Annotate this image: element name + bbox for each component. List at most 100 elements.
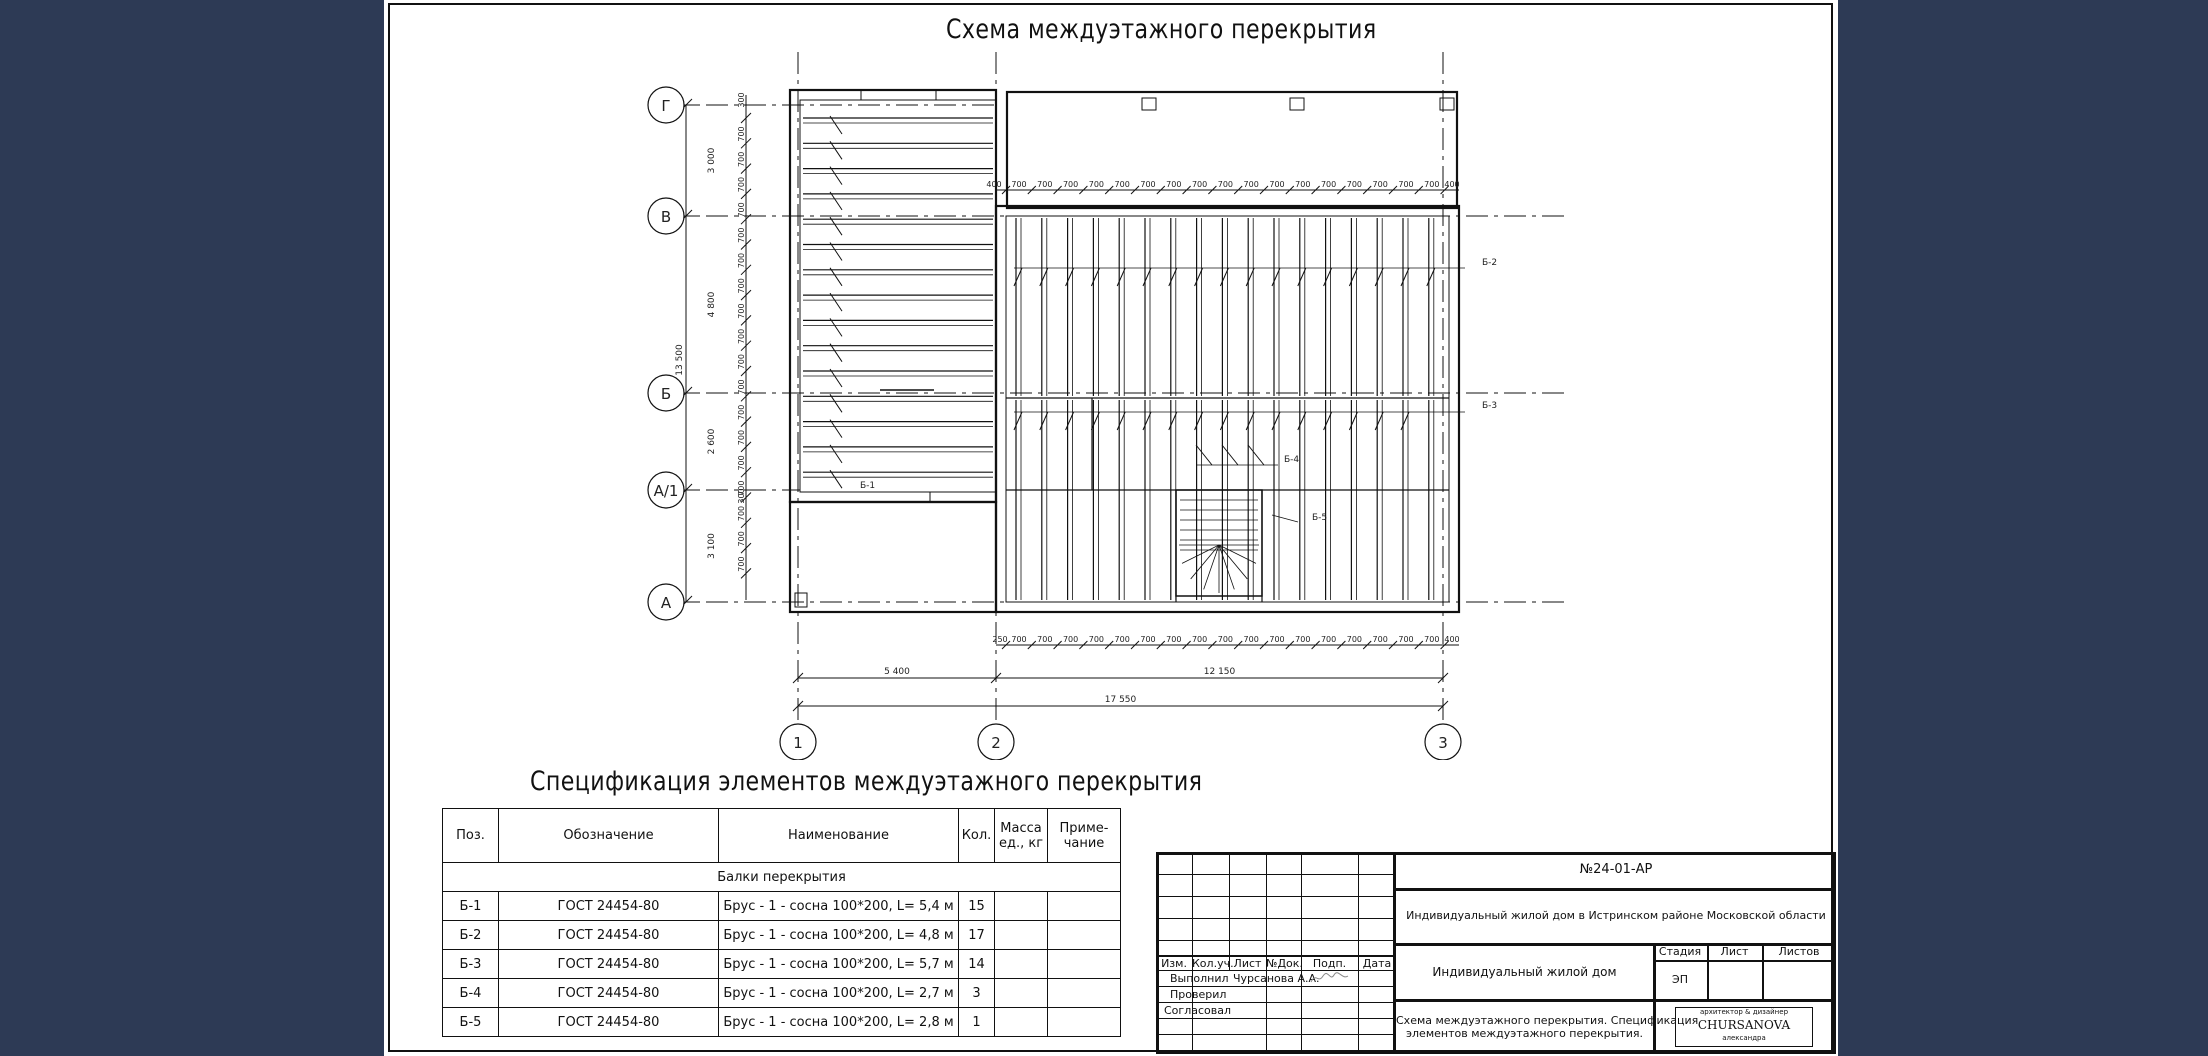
spec-table: Поз. Обозначение Наименование Кол. Масса… — [442, 808, 1121, 1037]
beam-leader — [1168, 267, 1178, 287]
table-row: Б-2 ГОСТ 24454-80 Брус - 1 - сосна 100*2… — [442, 920, 1121, 950]
beam-leader — [1400, 267, 1410, 287]
stair-winder — [1218, 544, 1235, 590]
column-mark — [794, 592, 808, 608]
porch-outline — [788, 500, 998, 614]
dim-label: 5 400 — [884, 667, 910, 677]
beam-leader — [1168, 411, 1178, 431]
stamp-col-header: Лист — [1233, 957, 1262, 970]
header-name: Наименование — [718, 808, 959, 863]
dim-label: 700 — [1218, 180, 1233, 189]
dim-label: 700 — [1063, 180, 1078, 189]
axis-circle — [977, 723, 1015, 760]
dim-tick — [1388, 640, 1398, 650]
dim-tick — [740, 416, 752, 427]
stage-value: ЭП — [1672, 973, 1688, 986]
cell-code: ГОСТ 24454-80 — [498, 891, 719, 921]
beam-leader — [829, 394, 843, 413]
dim-label: 700 — [1269, 635, 1284, 644]
beam-leader — [1426, 267, 1436, 287]
dim-tick — [740, 188, 752, 200]
beam-leader — [829, 444, 843, 464]
stair-winder — [1190, 544, 1220, 580]
dim-tick — [1437, 700, 1449, 712]
dim-label: 700 — [737, 506, 746, 521]
dim-tick — [1388, 185, 1398, 195]
dim-tick — [1053, 640, 1062, 650]
dim-label: 700 — [737, 152, 746, 167]
dim-tick — [740, 264, 752, 276]
dim-label: 700 — [1037, 180, 1052, 189]
dim-tick — [1104, 640, 1114, 650]
dim-label: 400 — [1444, 180, 1459, 189]
dim-tick — [1053, 185, 1062, 195]
cell-note — [1047, 978, 1121, 1008]
beam-leader — [1013, 411, 1023, 431]
table-row: Б-3 ГОСТ 24454-80 Брус - 1 - сосна 100*2… — [442, 949, 1121, 979]
spec-group-row: Балки перекрытия — [442, 862, 1121, 892]
dim-label: 4 800 — [707, 291, 717, 317]
axis-label: 1 — [793, 734, 803, 752]
beam-leader — [1013, 267, 1023, 287]
beam-leader — [1245, 267, 1255, 287]
main-block-inner — [1005, 215, 1450, 603]
logo-bottom-text: александра — [1722, 1034, 1766, 1042]
group-label: Балки перекрытия — [442, 862, 1121, 892]
cell-name: Брус - 1 - сосна 100*200, L= 2,8 м — [718, 1007, 959, 1037]
axis-label: 2 — [991, 734, 1001, 752]
logo-frame — [1675, 1007, 1813, 1047]
cell-mass — [994, 891, 1048, 921]
beam-label: Б-1 — [860, 481, 875, 491]
logo-main-text: CHURSANOVA — [1697, 1018, 1791, 1032]
cell-note — [1047, 891, 1121, 921]
beam-leader — [1297, 411, 1307, 431]
dim-tick — [1259, 640, 1269, 650]
stair — [1175, 489, 1263, 597]
axis-circle — [779, 723, 817, 760]
stamp-hline — [1156, 874, 1396, 875]
beam-leader — [1221, 444, 1239, 466]
opening-mark — [1141, 97, 1157, 111]
table-row: Б-4 ГОСТ 24454-80 Брус - 1 - сосна 100*2… — [442, 978, 1121, 1008]
beam-leader — [1219, 411, 1229, 431]
dim-tick — [1311, 640, 1320, 650]
dim-label: 700 — [1424, 635, 1439, 644]
dim-label: 700 — [1373, 635, 1388, 644]
dim-label: 700 — [1347, 180, 1362, 189]
beams: Б-1Б-2Б-3Б-4Б-5 — [803, 115, 1497, 600]
cell-note — [1047, 920, 1121, 950]
dim-tick — [1182, 640, 1191, 650]
dim-tick — [740, 112, 752, 124]
stamp-col-header: Изм. — [1161, 957, 1187, 970]
sheet-title-line2: элементов междуэтажного перекрытия. — [1405, 1027, 1643, 1040]
dim-tick — [1208, 185, 1217, 195]
cell-note — [1047, 949, 1121, 979]
dim-label: 700 — [1140, 635, 1155, 644]
beam-leader — [1348, 267, 1358, 287]
dim-tick — [740, 492, 752, 503]
stamp-hline — [1396, 999, 1836, 1002]
beam-leader — [829, 115, 843, 135]
dim-tick — [792, 672, 804, 684]
dim-label: 700 — [737, 531, 746, 546]
dim-label: 700 — [737, 126, 746, 141]
dim-label: 700 — [1244, 180, 1259, 189]
stamp-vline — [1762, 943, 1764, 999]
project-name: Индивидуальный жилой дом в Истринском ра… — [1406, 909, 1826, 922]
cell-code: ГОСТ 24454-80 — [498, 978, 719, 1008]
dim-tick — [1285, 640, 1295, 650]
plan-title: Схема междуэтажного перекрытия — [946, 14, 1377, 45]
dim-tick — [1337, 640, 1346, 650]
dim-label: 700 — [737, 202, 746, 217]
dim-tick — [1156, 640, 1166, 650]
stamp-vline — [1301, 852, 1302, 1054]
dim-tick — [740, 163, 752, 174]
cell-name: Брус - 1 - сосна 100*200, L= 4,8 м — [718, 920, 959, 950]
dim-label: 700 — [1089, 180, 1104, 189]
stamp-hline — [1156, 955, 1396, 957]
dim-tick — [1233, 640, 1243, 650]
dim-tick — [1104, 185, 1114, 195]
dim-tick — [1337, 185, 1346, 195]
dim-label: 3 000 — [707, 147, 717, 173]
cell-pos: Б-1 — [442, 891, 499, 921]
